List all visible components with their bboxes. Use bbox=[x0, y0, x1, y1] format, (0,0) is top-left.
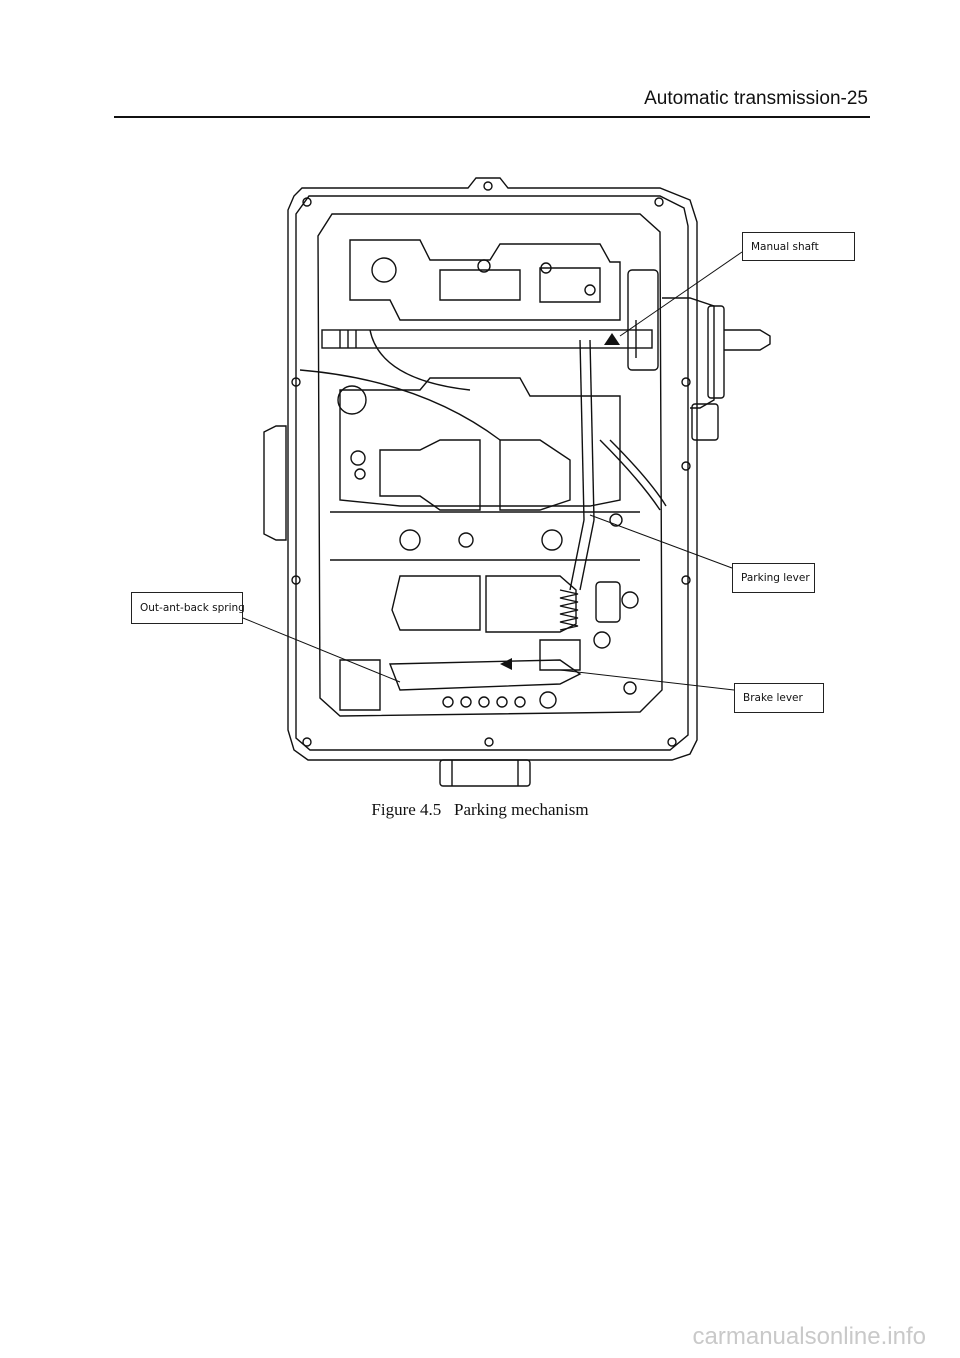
header-rule bbox=[114, 116, 870, 118]
figure-caption: Figure 4.5 Parking mechanism bbox=[371, 800, 589, 819]
manual-shaft-callout: Manual shaft bbox=[742, 232, 855, 261]
brake-lever-callout: Brake lever bbox=[734, 683, 824, 713]
watermark: carmanualsonline.info bbox=[692, 1323, 926, 1350]
parking-lever-callout: Parking lever bbox=[732, 563, 815, 593]
parking-mechanism-drawing bbox=[242, 177, 771, 787]
out-ant-back-spring-callout: Out-ant-back spring bbox=[131, 592, 245, 624]
page-header-title: Automatic transmission-25 bbox=[644, 88, 868, 109]
